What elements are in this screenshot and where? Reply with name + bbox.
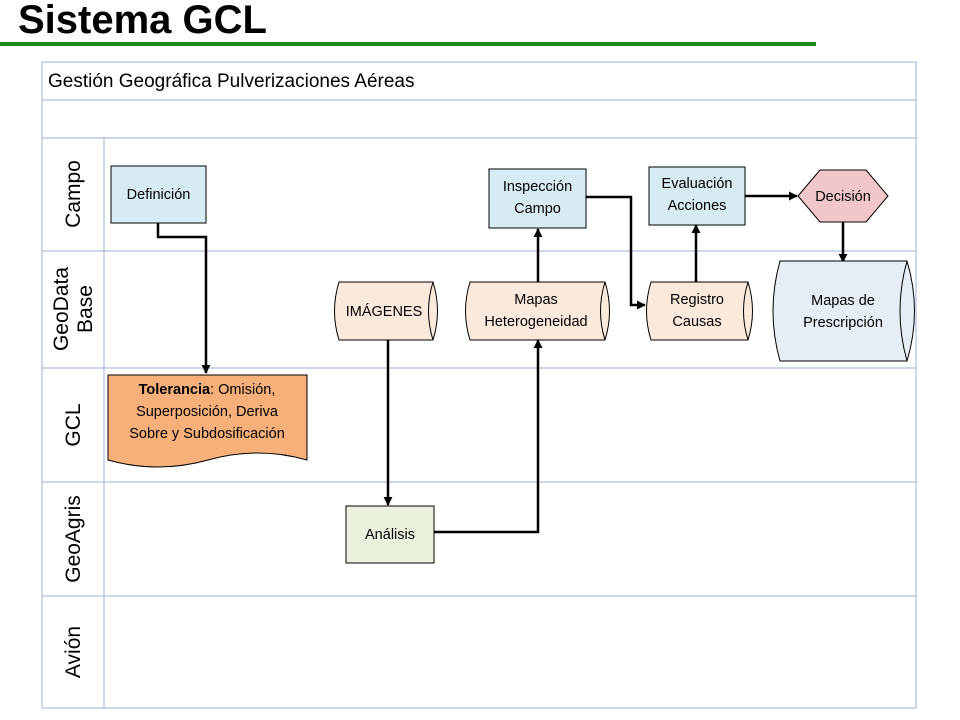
node-label: Registro: [670, 292, 724, 308]
node-inspeccion-campo[interactable]: Inspección Campo: [488, 168, 587, 229]
node-label: Inspección: [503, 179, 572, 195]
tolerancia-bold-label: Tolerancia: [139, 382, 211, 398]
arrow-analisis-to-mapas-heterogeneidad: [434, 339, 543, 534]
connectors: [156, 191, 848, 534]
node-registro-causas[interactable]: Registro Causas: [646, 281, 753, 341]
cylinder-rim: [600, 281, 606, 341]
node-label: Mapas de: [811, 293, 875, 309]
node-definicion[interactable]: Definición: [110, 165, 207, 224]
lane-label-text: Base: [74, 285, 97, 333]
node-label: Mapas: [514, 292, 558, 308]
lane-label-avion: Avión: [62, 626, 85, 678]
diagram-frame: [41, 61, 917, 709]
node-label: Causas: [672, 314, 721, 330]
node-decision[interactable]: Decisión: [797, 169, 889, 223]
lane-label-campo: Campo: [62, 160, 85, 228]
node-label: Acciones: [668, 198, 727, 214]
node-label: Evaluación: [662, 176, 733, 192]
diagram-header: Gestión Geográfica Pulverizaciones Aérea…: [48, 71, 414, 92]
node-label: Superposición, Deriva: [136, 404, 279, 420]
node-label: Sobre y Subdosificación: [129, 426, 285, 442]
node-label: Heterogeneidad: [484, 314, 587, 330]
node-label: Tolerancia: Omisión,: [139, 382, 276, 398]
node-label: Análisis: [365, 527, 415, 543]
lane-label-text: GeoAgris: [62, 495, 85, 583]
node-mapas-prescripcion[interactable]: Mapas de Prescripción: [772, 260, 915, 362]
arrow-inspeccion-to-registro: [586, 195, 646, 310]
lane-label-gcl: GCL: [62, 403, 85, 446]
node-evaluacion-acciones[interactable]: Evaluación Acciones: [648, 166, 746, 226]
title-rule: [0, 42, 816, 46]
lane-label-text: GCL: [62, 403, 85, 446]
swimlane-grid: [41, 61, 917, 709]
page-title: Sistema GCL: [18, 0, 267, 42]
node-label: Prescripción: [803, 315, 883, 331]
node-tolerancia[interactable]: Tolerancia: Omisión, Superposición, Deri…: [107, 374, 308, 468]
node-imagenes[interactable]: IMÁGENES: [334, 281, 438, 341]
cylinder-rim: [899, 260, 908, 362]
node-label: IMÁGENES: [346, 303, 423, 320]
node-label: Definición: [127, 187, 191, 203]
cylinder-rim: [743, 281, 749, 341]
node-label: Decisión: [815, 189, 871, 205]
cylinder-rim: [428, 281, 434, 341]
lane-label-text: Campo: [62, 160, 85, 228]
lane-label-geodata-base: GeoData Base: [50, 267, 97, 351]
node-mapas-heterogeneidad[interactable]: Mapas Heterogeneidad: [465, 281, 610, 341]
lane-label-text: GeoData: [50, 267, 73, 351]
node-label: Campo: [514, 201, 561, 217]
node-analisis[interactable]: Análisis: [345, 505, 435, 564]
tolerancia-rest-label: : Omisión,: [210, 382, 275, 398]
lane-label-geoagris: GeoAgris: [62, 495, 85, 583]
lane-label-text: Avión: [62, 626, 85, 678]
arrow-definicion-to-tolerancia: [156, 223, 211, 374]
